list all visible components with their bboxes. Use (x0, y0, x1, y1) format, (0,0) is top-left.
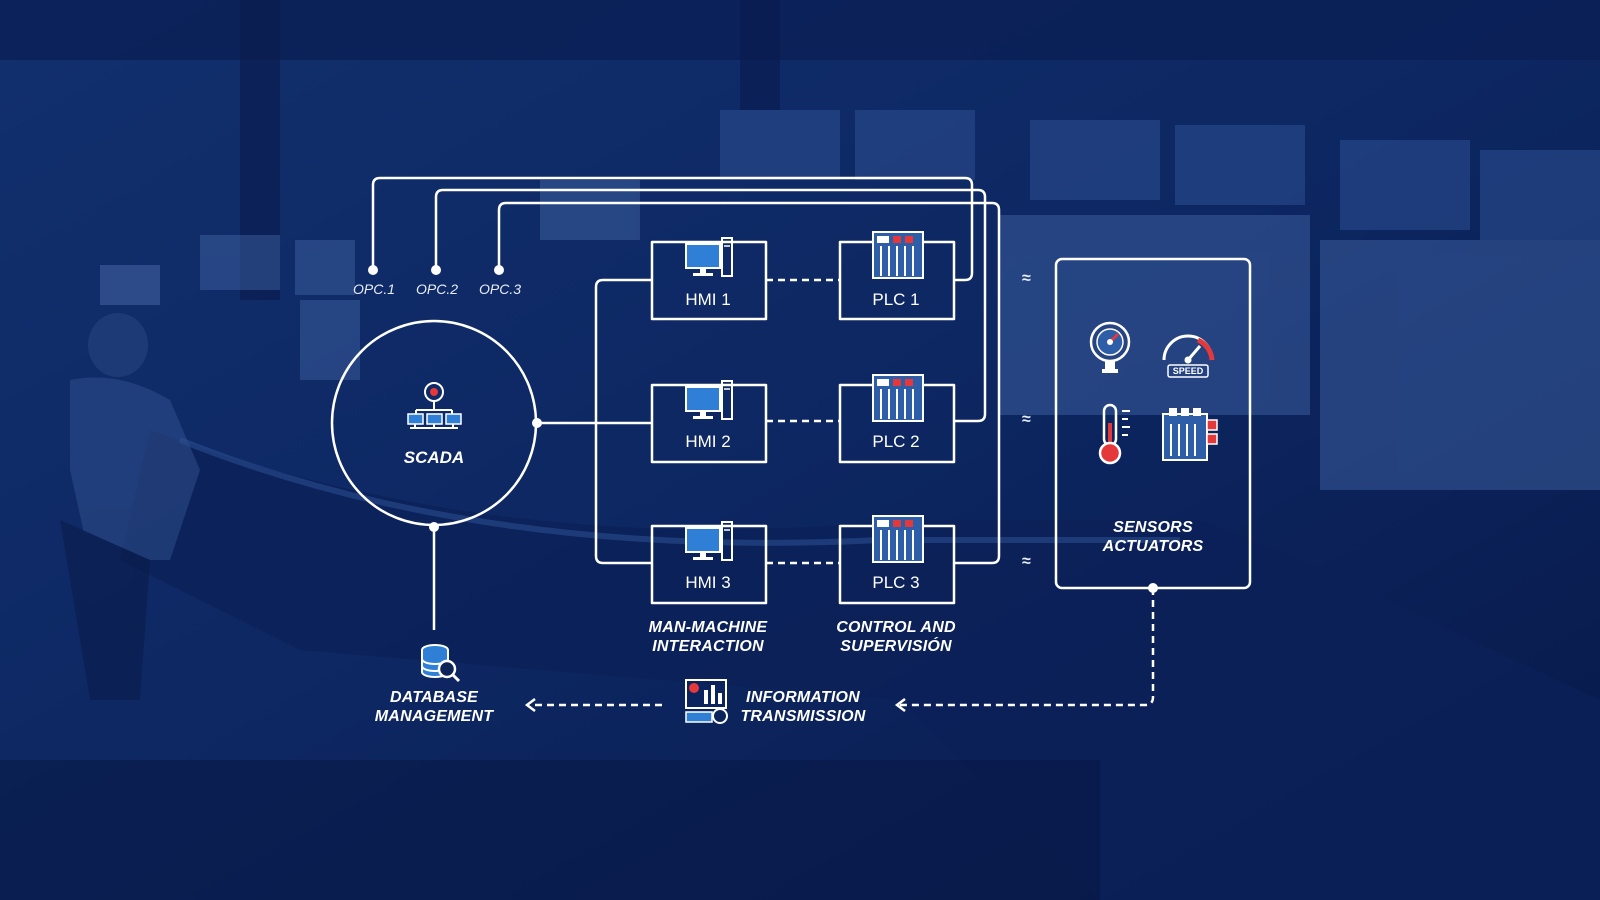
plc3-rack-icon (872, 515, 924, 563)
approx-symbol-1: ≈ (1022, 270, 1031, 287)
hmi2-label: HMI 2 (685, 432, 731, 451)
hmi3-computer-icon (685, 521, 733, 561)
pressure-gauge-icon (1089, 321, 1131, 373)
information-transmission-icon (685, 679, 728, 724)
arrowhead-database (524, 698, 536, 712)
scada-label: SCADA (403, 448, 465, 467)
opc2-link (434, 188, 987, 423)
speedometer-icon (1162, 334, 1215, 378)
plc1-label: PLC 1 (872, 290, 920, 309)
hmi3-box (650, 524, 768, 605)
opc1-link (371, 176, 974, 282)
sensors-actuators-caption: SENSORS ACTUATORS (1102, 519, 1204, 555)
plc2-rack-icon (872, 374, 924, 422)
man-machine-caption: MAN-MACHINE INTERACTION (648, 619, 768, 655)
hmi1-label: HMI 1 (685, 290, 731, 309)
approx-symbol-2: ≈ (1022, 411, 1031, 428)
opc-label-2: OPC.2 (416, 281, 459, 297)
speed-badge-text: SPEED (1172, 366, 1204, 376)
thermometer-icon (1098, 403, 1130, 465)
opc3-link (497, 201, 1001, 565)
hmi2-box (650, 383, 768, 464)
arrowhead-transmission (894, 698, 906, 712)
opc-label-3: OPC.3 (479, 281, 522, 297)
plc2-label: PLC 2 (872, 432, 920, 451)
sensors-transmission-link (900, 588, 1155, 707)
database-management-caption: DATABASE MANAGEMENT (374, 689, 494, 725)
hmi3-label: HMI 3 (685, 573, 731, 592)
hmi2-computer-icon (685, 380, 733, 420)
approx-symbol-3: ≈ (1022, 553, 1031, 570)
scada-network-icon (407, 382, 462, 429)
information-transmission-caption: INFORMATION TRANSMISSION (740, 689, 866, 725)
plc1-rack-icon (872, 231, 924, 279)
plc3-label: PLC 3 (872, 573, 920, 592)
database-search-icon (421, 644, 461, 683)
control-supervision-caption: CONTROL AND SUPERVISIÓN (836, 619, 956, 655)
hmi-vertical-bus (594, 278, 652, 565)
speed-badge (1167, 364, 1209, 378)
hmi1-computer-icon (685, 237, 733, 277)
actuator-panel-icon (1162, 408, 1218, 461)
opc-label-1: OPC.1 (353, 281, 396, 297)
